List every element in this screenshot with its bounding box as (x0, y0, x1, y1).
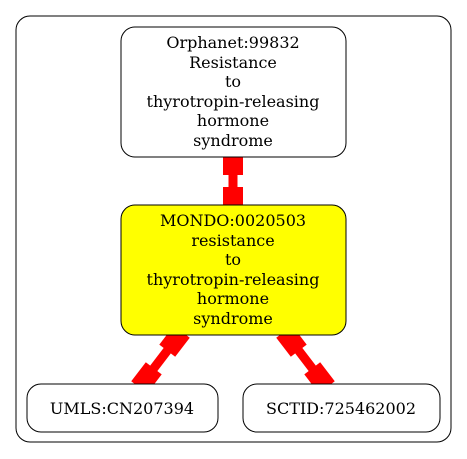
node-umls-box (26, 383, 219, 433)
node-sctid[interactable]: SCTID:725462002 (242, 383, 441, 433)
node-umls-line-1: UMLS:CN207394 (50, 399, 194, 418)
node-mondo-line-6: syndrome (193, 309, 273, 328)
node-orphanet-box (120, 26, 347, 158)
node-sctid-box (242, 383, 441, 433)
node-mondo-line-5: hormone (197, 289, 269, 308)
node-orphanet-line-4: thyrotropin-releasing (147, 92, 320, 111)
node-orphanet-line-3: to (225, 72, 241, 91)
node-mondo[interactable]: MONDO:0020503 resistance to thyrotropin-… (120, 204, 347, 336)
node-orphanet-line-6: syndrome (193, 131, 273, 150)
node-mondo-line-2: resistance (191, 231, 274, 250)
node-sctid-line-1: SCTID:725462002 (266, 399, 416, 418)
node-orphanet-line-2: Resistance (189, 53, 277, 72)
node-orphanet-line-5: hormone (197, 111, 269, 130)
node-mondo-line-3: to (225, 250, 241, 269)
node-orphanet-line-1: Orphanet:99832 (166, 33, 299, 52)
node-mondo-line-1: MONDO:0020503 (160, 211, 306, 230)
node-orphanet[interactable]: Orphanet:99832 Resistance to thyrotropin… (120, 26, 347, 158)
node-mondo-line-4: thyrotropin-releasing (147, 270, 320, 289)
node-mondo-box (120, 204, 347, 336)
node-umls[interactable]: UMLS:CN207394 (26, 383, 219, 433)
